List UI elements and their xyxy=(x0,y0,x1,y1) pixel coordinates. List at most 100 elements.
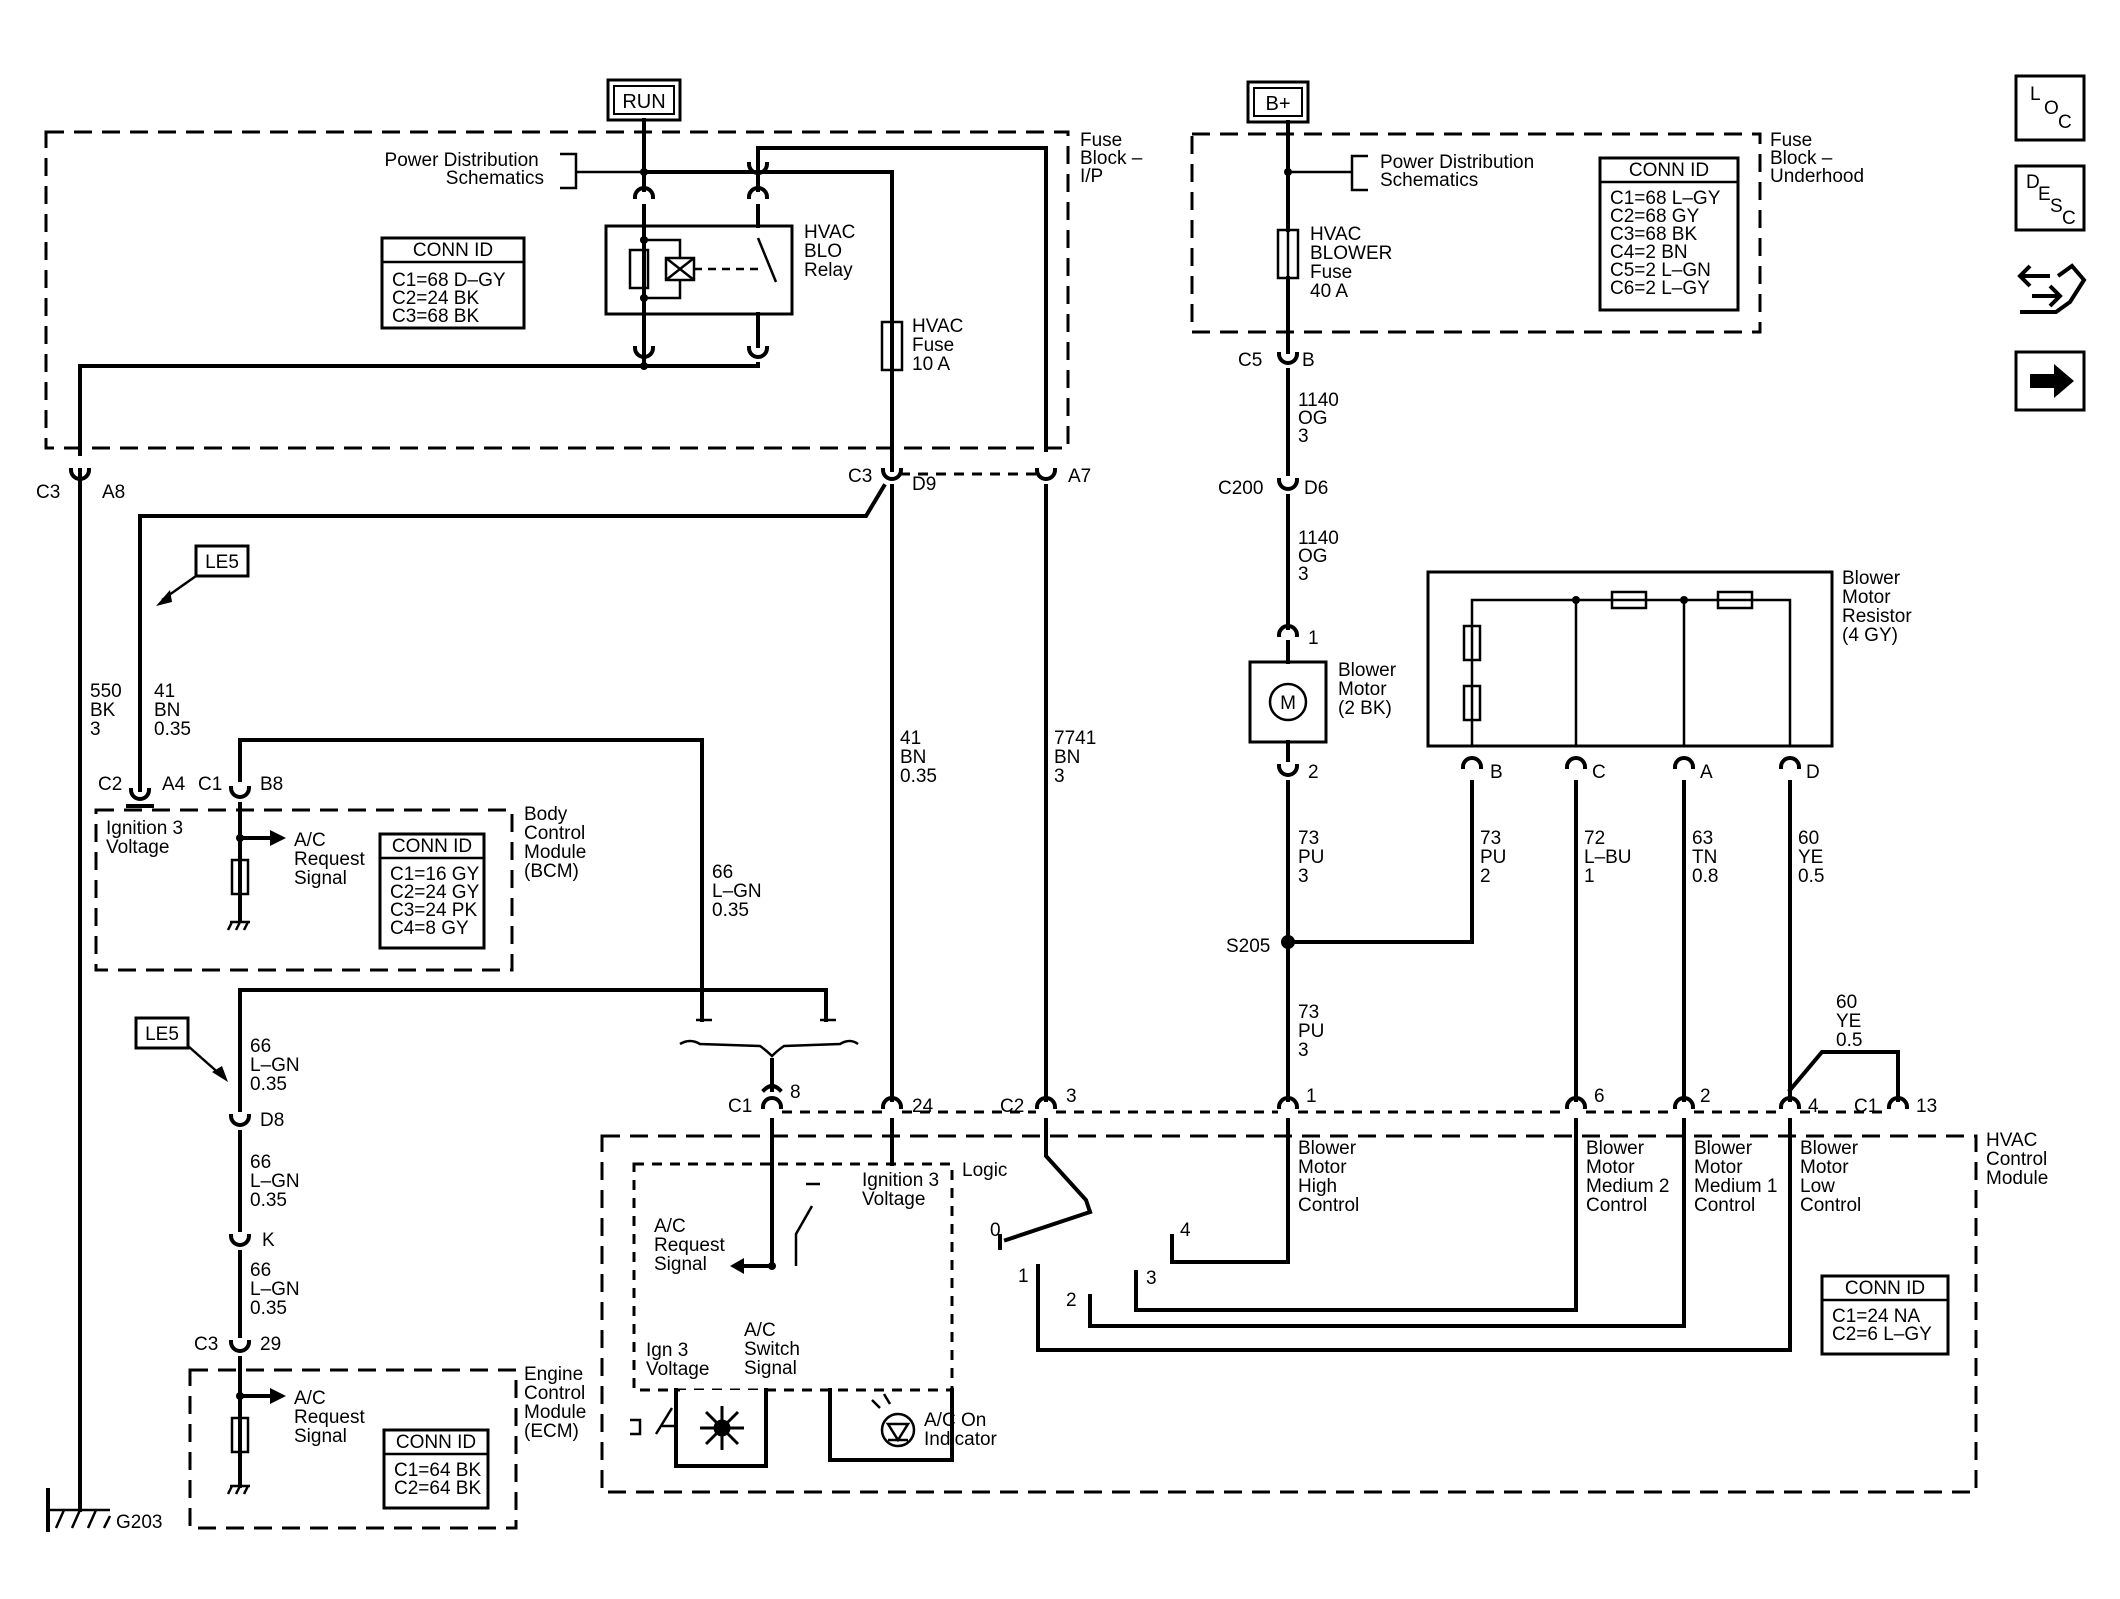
svg-text:1: 1 xyxy=(1308,628,1319,649)
svg-text:D9: D9 xyxy=(912,474,936,495)
svg-text:4: 4 xyxy=(1180,1220,1191,1241)
pds-uh-label: Power Distribution Schematics xyxy=(1380,152,1539,191)
le5-callout-bottom: LE5 xyxy=(134,1016,228,1082)
splice-bus xyxy=(238,988,859,1112)
svg-text:CONN ID: CONN ID xyxy=(392,836,472,857)
logic-label: Logic xyxy=(962,1160,1007,1181)
svg-text:B8: B8 xyxy=(260,774,283,795)
hvac-fuse-10a-label: HVAC Fuse 10 A xyxy=(912,316,969,375)
svg-text:S205: S205 xyxy=(1226,936,1270,957)
svg-text:1: 1 xyxy=(1018,1266,1029,1287)
ac-on-indicator-icon xyxy=(871,1393,916,1448)
svg-text:8: 8 xyxy=(790,1082,801,1103)
svg-text:29: 29 xyxy=(260,1334,281,1355)
svg-text:6: 6 xyxy=(1594,1086,1605,1107)
svg-text:13: 13 xyxy=(1916,1096,1937,1117)
svg-text:D6: D6 xyxy=(1304,478,1328,499)
svg-text:3: 3 xyxy=(1146,1268,1157,1289)
svg-text:A7: A7 xyxy=(1068,466,1091,487)
svg-text:2: 2 xyxy=(1700,1086,1711,1107)
run-label: RUN xyxy=(622,91,665,113)
svg-text:LOC: LOC xyxy=(2030,84,2072,133)
loc-icon[interactable]: LOC xyxy=(2014,74,2086,142)
arrow-right-icon[interactable] xyxy=(2014,350,2086,412)
svg-text:3: 3 xyxy=(1066,1086,1077,1107)
hand-arrows-icon[interactable] xyxy=(2017,263,2087,314)
g203-label: G203 xyxy=(116,1512,162,1533)
run-power-box: RUN xyxy=(606,78,682,122)
svg-text:C1: C1 xyxy=(198,774,222,795)
svg-text:A8: A8 xyxy=(102,482,125,503)
svg-text:LE5: LE5 xyxy=(205,552,239,573)
svg-text:D8: D8 xyxy=(260,1110,284,1131)
bplus-label: B+ xyxy=(1265,93,1290,115)
fuse-block-ip-name: Fuse Block – I/P xyxy=(1080,130,1148,187)
svg-text:CONN ID: CONN ID xyxy=(413,240,493,261)
svg-text:C3: C3 xyxy=(194,1334,218,1355)
svg-text:C1: C1 xyxy=(1854,1096,1878,1117)
fuse-block-ip: Fuse Block – I/P Power Distribution Sche… xyxy=(44,118,1148,456)
fuse-block-uh-name: Fuse Block – Underhood xyxy=(1770,130,1864,187)
le5-callout-top: LE5 xyxy=(156,544,250,606)
svg-text:C1: C1 xyxy=(728,1096,752,1117)
svg-text:B: B xyxy=(1302,350,1315,371)
bplus-power-box: B+ xyxy=(1246,80,1310,124)
svg-text:CONN ID: CONN ID xyxy=(1845,1278,1925,1299)
svg-text:C: C xyxy=(1592,762,1606,783)
svg-text:C2: C2 xyxy=(98,774,122,795)
svg-text:D: D xyxy=(1806,762,1820,783)
svg-text:2: 2 xyxy=(1066,1290,1077,1311)
hvac-blower-fuse-label: HVAC BLOWER Fuse 40 A xyxy=(1310,224,1398,302)
hvac-connector-row: C1 8 24 C2 3 1 6 2 4 C1 13 xyxy=(728,1082,1937,1117)
relay-label: HVAC BLO Relay xyxy=(804,222,861,281)
svg-text:B: B xyxy=(1490,762,1503,783)
svg-text:4: 4 xyxy=(1808,1096,1819,1117)
pds-ip-label: Power Distribution Schematics xyxy=(385,150,544,189)
svg-text:C5: C5 xyxy=(1238,350,1262,371)
snowflake-icon xyxy=(700,1406,744,1450)
